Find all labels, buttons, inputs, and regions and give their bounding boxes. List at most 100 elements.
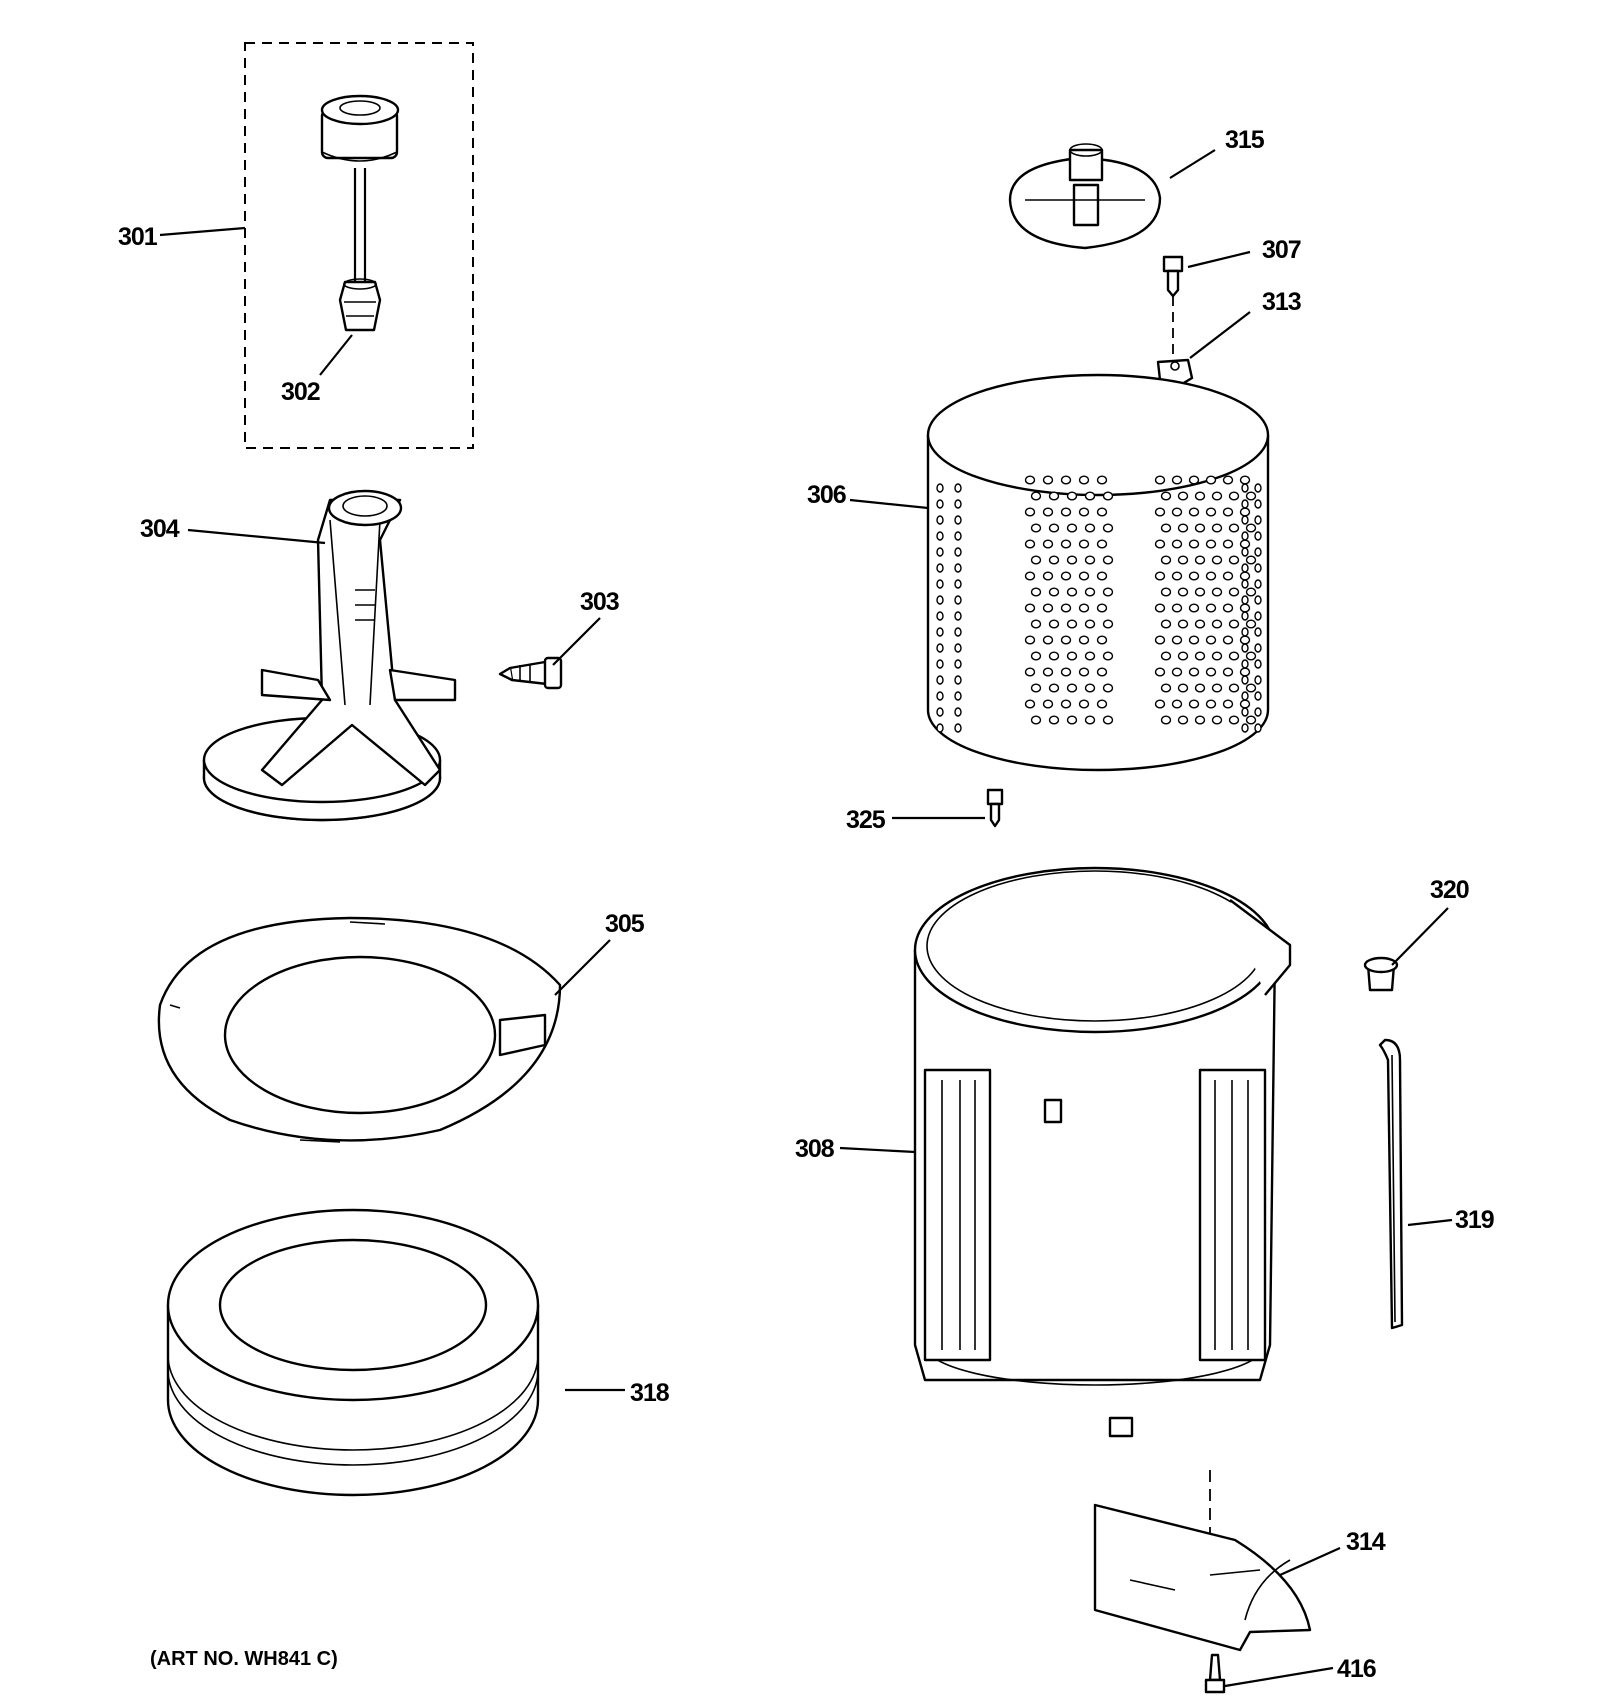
basket-hole <box>954 531 962 541</box>
basket-hole <box>1078 539 1090 549</box>
basket-hole <box>1194 715 1206 725</box>
basket-hole <box>1060 667 1072 677</box>
basket-hole <box>1194 587 1206 597</box>
basket-hole <box>936 499 944 509</box>
basket-hole <box>1048 683 1060 693</box>
basket-hole <box>954 547 962 557</box>
basket-hole <box>1177 523 1189 533</box>
basket-hole <box>1211 587 1223 597</box>
basket-hole <box>1160 619 1172 629</box>
part-307-bolt <box>1162 255 1184 360</box>
basket-hole <box>1096 571 1108 581</box>
basket-hole <box>1042 635 1054 645</box>
label-315: 315 <box>1225 126 1265 154</box>
label-308: 308 <box>795 1135 835 1163</box>
part-301-assembly <box>244 42 474 449</box>
basket-hole <box>1211 651 1223 661</box>
basket-hole <box>1160 683 1172 693</box>
basket-hole <box>1084 587 1096 597</box>
part-304-agitator <box>202 489 457 822</box>
basket-hole <box>1254 531 1262 541</box>
basket-hole <box>1239 475 1251 485</box>
basket-hole <box>1024 603 1036 613</box>
basket-hole <box>1188 699 1200 709</box>
part-314-shield <box>1093 1470 1312 1652</box>
basket-hole <box>1042 571 1054 581</box>
basket-hole <box>1024 635 1036 645</box>
basket-hole <box>1042 475 1054 485</box>
basket-hole <box>1188 667 1200 677</box>
basket-hole <box>1177 619 1189 629</box>
basket-hole <box>1102 491 1114 501</box>
basket-hole <box>936 707 944 717</box>
basket-hole <box>1241 579 1249 589</box>
basket-hole <box>1030 715 1042 725</box>
basket-hole <box>1066 555 1078 565</box>
basket-hole <box>1042 539 1054 549</box>
basket-hole <box>1177 715 1189 725</box>
basket-hole <box>1066 651 1078 661</box>
basket-hole <box>1228 651 1240 661</box>
basket-hole <box>1239 539 1251 549</box>
basket-hole <box>1154 571 1166 581</box>
basket-hole <box>936 579 944 589</box>
basket-hole <box>1042 603 1054 613</box>
basket-hole <box>1160 491 1172 501</box>
basket-hole <box>1078 699 1090 709</box>
basket-hole <box>1241 707 1249 717</box>
basket-hole <box>954 675 962 685</box>
basket-hole <box>1024 507 1036 517</box>
label-416: 416 <box>1337 1655 1376 1683</box>
basket-hole <box>1254 515 1262 525</box>
basket-hole <box>1102 619 1114 629</box>
basket-hole <box>936 515 944 525</box>
part-315-hub <box>1008 143 1162 250</box>
basket-hole <box>1211 683 1223 693</box>
part-305-tub-cover <box>157 916 562 1143</box>
basket-hole <box>1160 715 1172 725</box>
basket-hole <box>1239 507 1251 517</box>
basket-hole <box>1171 475 1183 485</box>
basket-hole <box>1078 571 1090 581</box>
basket-hole <box>954 659 962 669</box>
basket-hole <box>936 483 944 493</box>
basket-hole <box>1171 699 1183 709</box>
basket-hole <box>954 579 962 589</box>
part-325-screw <box>986 788 1004 828</box>
basket-hole <box>1188 475 1200 485</box>
label-314: 314 <box>1346 1528 1386 1556</box>
basket-hole <box>1084 619 1096 629</box>
label-304: 304 <box>140 515 180 543</box>
part-306-basket <box>926 373 1270 772</box>
part-320-plug <box>1363 956 1399 992</box>
basket-hole <box>1222 571 1234 581</box>
basket-hole <box>1060 539 1072 549</box>
basket-hole <box>1030 491 1042 501</box>
basket-hole <box>1084 651 1096 661</box>
basket-hole <box>1066 523 1078 533</box>
basket-hole <box>1160 587 1172 597</box>
basket-hole <box>1030 683 1042 693</box>
basket-hole <box>1160 523 1172 533</box>
basket-hole <box>1241 547 1249 557</box>
basket-hole <box>1254 611 1262 621</box>
basket-hole <box>936 643 944 653</box>
basket-hole <box>954 483 962 493</box>
basket-hole <box>1254 547 1262 557</box>
basket-hole <box>954 611 962 621</box>
basket-hole <box>1241 675 1249 685</box>
basket-hole <box>1154 603 1166 613</box>
basket-hole <box>1254 723 1262 733</box>
basket-hole <box>1188 571 1200 581</box>
basket-hole <box>1228 587 1240 597</box>
basket-hole <box>1222 667 1234 677</box>
basket-hole <box>1030 619 1042 629</box>
basket-hole <box>1211 523 1223 533</box>
label-325: 325 <box>846 806 886 834</box>
basket-hole <box>936 675 944 685</box>
basket-hole <box>1245 491 1257 501</box>
basket-hole <box>1102 523 1114 533</box>
basket-hole <box>936 563 944 573</box>
basket-hole <box>936 547 944 557</box>
